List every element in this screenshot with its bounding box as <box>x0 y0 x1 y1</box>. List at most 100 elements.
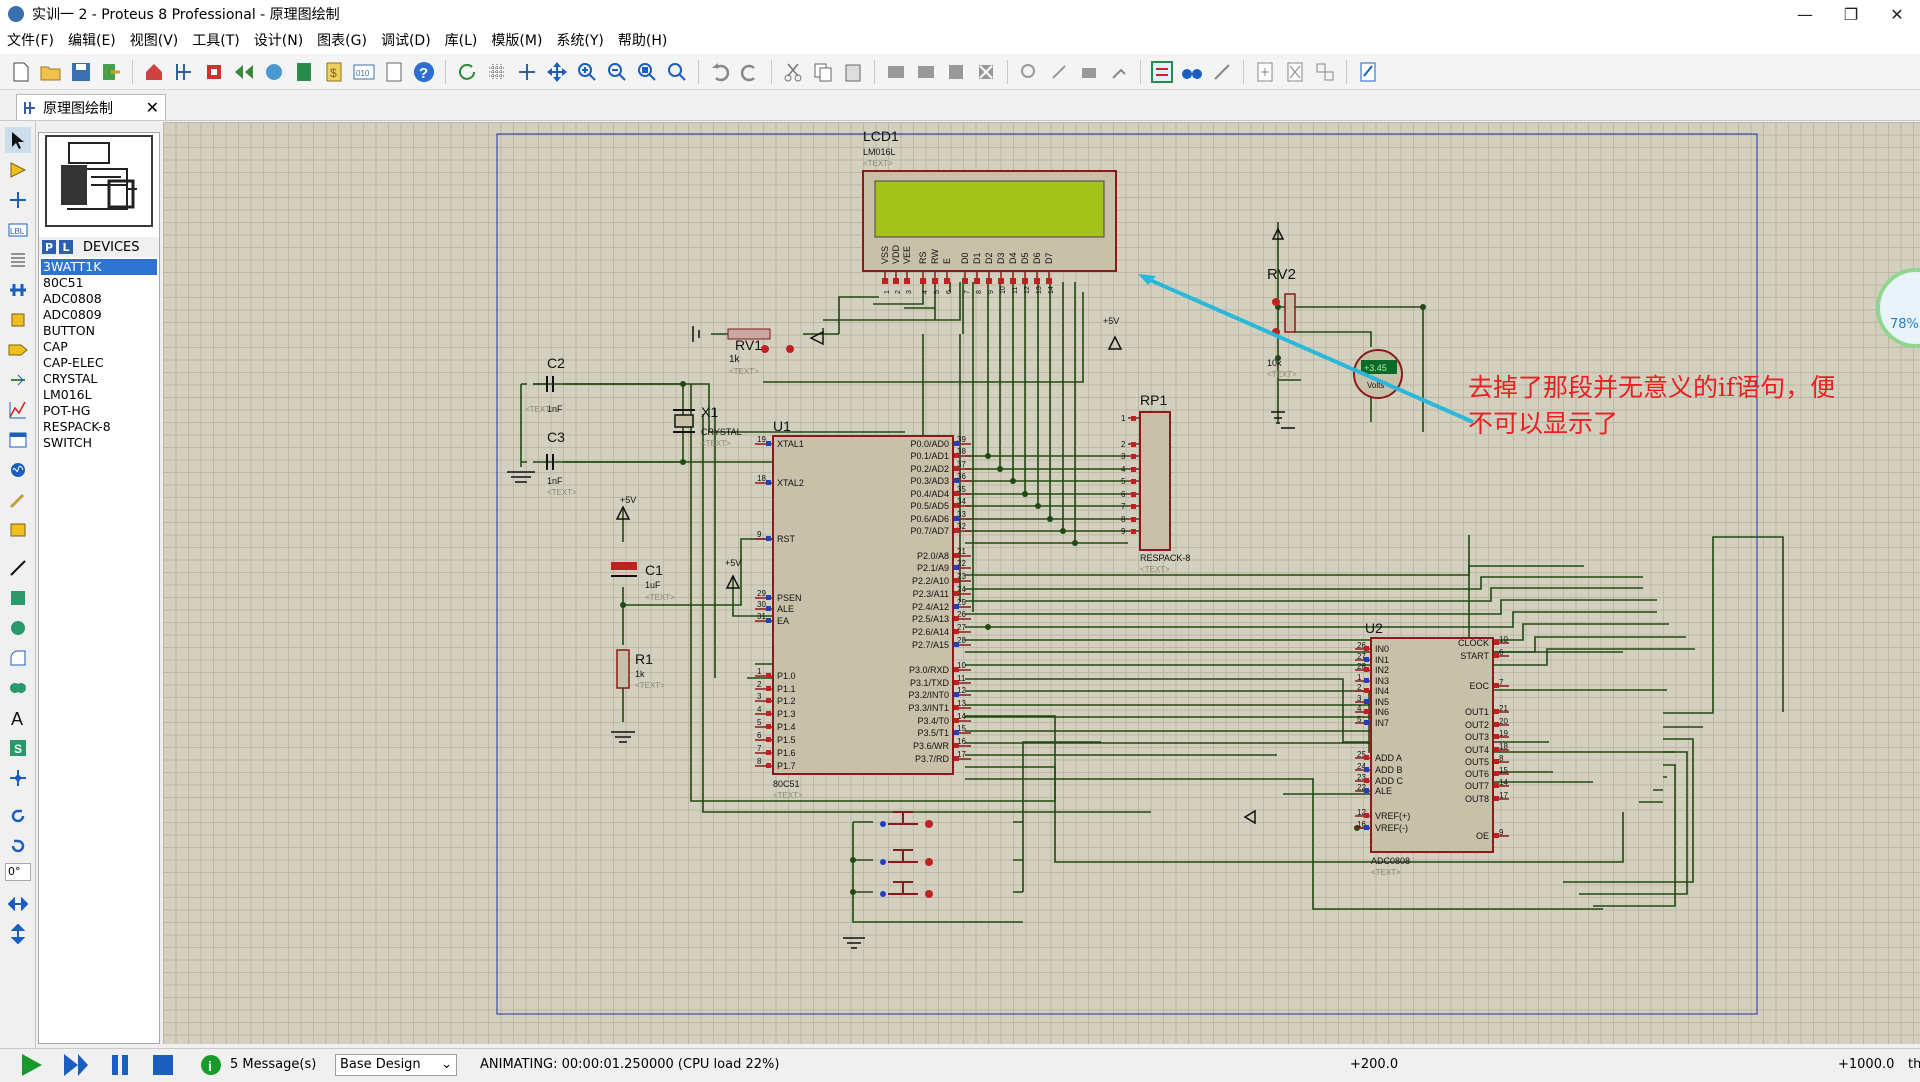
open-folder-icon[interactable] <box>38 59 64 85</box>
pcb-icon[interactable] <box>201 59 227 85</box>
decompose-icon[interactable] <box>1106 59 1132 85</box>
virtual-instruments-icon[interactable] <box>5 517 31 543</box>
minimize-button[interactable]: — <box>1797 4 1813 24</box>
menu-template[interactable]: 模版(M) <box>491 33 543 49</box>
menu-view[interactable]: 视图(V) <box>129 33 179 49</box>
cost-icon[interactable]: $ <box>321 59 347 85</box>
rotation-angle-field[interactable]: 0° <box>5 863 31 881</box>
block-move-icon[interactable] <box>913 59 939 85</box>
line-icon[interactable] <box>5 555 31 581</box>
redo-icon[interactable] <box>737 59 763 85</box>
list-item[interactable]: CRYSTAL <box>43 371 98 386</box>
lcd-component[interactable]: LCD1 LM016L <TEXT> VSS1VDD2VEE3RS4RW5E6D… <box>862 128 1117 294</box>
zoom-all-icon[interactable] <box>634 59 660 85</box>
list-item[interactable]: 80C51 <box>43 275 84 290</box>
menu-edit[interactable]: 编辑(E) <box>67 33 116 49</box>
wire-autorouter-icon[interactable] <box>1149 59 1175 85</box>
save-icon[interactable] <box>68 59 94 85</box>
search-tag-icon[interactable] <box>1179 59 1205 85</box>
list-item[interactable]: CAP-ELEC <box>43 355 104 370</box>
text-script-icon[interactable] <box>5 247 31 273</box>
pan-icon[interactable] <box>544 59 570 85</box>
copy-icon[interactable] <box>810 59 836 85</box>
block-rotate-icon[interactable] <box>943 59 969 85</box>
undo-icon[interactable] <box>707 59 733 85</box>
3d-view-icon[interactable] <box>261 59 287 85</box>
zoom-in-icon[interactable] <box>574 59 600 85</box>
list-item[interactable]: POT-HG <box>43 403 91 418</box>
tab-schematic-capture[interactable]: 原理图绘制 ✕ <box>16 94 166 120</box>
menu-system[interactable]: 系统(Y) <box>556 33 604 49</box>
document-icon[interactable] <box>381 59 407 85</box>
gerber-icon[interactable] <box>231 59 257 85</box>
c1-capacitor[interactable]: C1 1uF <TEXT> <box>611 562 675 602</box>
menu-debug[interactable]: 调试(D) <box>380 33 431 49</box>
design-variant-select[interactable]: Base Design⌄ <box>335 1054 457 1076</box>
refresh-icon[interactable] <box>454 59 480 85</box>
rv2-potentiometer[interactable]: RV2 10k <TEXT> <box>1267 266 1297 379</box>
list-item[interactable]: 3WATT1K <box>41 259 157 275</box>
new-file-icon[interactable] <box>8 59 34 85</box>
list-item[interactable]: BUTTON <box>43 323 95 338</box>
menu-help[interactable]: 帮助(H) <box>617 33 668 49</box>
symbol-icon[interactable]: S <box>5 735 31 761</box>
menu-graph[interactable]: 图表(G) <box>317 33 367 49</box>
closed-path-icon[interactable] <box>5 675 31 701</box>
menu-file[interactable]: 文件(F) <box>7 33 54 49</box>
origin-icon[interactable] <box>514 59 540 85</box>
subcircuit-icon[interactable] <box>5 307 31 333</box>
source-code-icon[interactable]: 010 <box>351 59 377 85</box>
import-icon[interactable] <box>98 59 124 85</box>
graph-mode-icon[interactable] <box>5 397 31 423</box>
junction-dot-icon[interactable] <box>5 187 31 213</box>
pick-parts-icon[interactable] <box>1016 59 1042 85</box>
zoom-area-icon[interactable] <box>664 59 690 85</box>
menu-library[interactable]: 库(L) <box>444 33 478 49</box>
device-pins-icon[interactable] <box>5 367 31 393</box>
menu-design[interactable]: 设计(N) <box>253 33 304 49</box>
step-icon[interactable] <box>62 1052 90 1082</box>
library-manager-button[interactable]: L <box>59 240 73 254</box>
info-icon[interactable]: i <box>200 1054 222 1080</box>
remove-sheet-icon[interactable] <box>1282 59 1308 85</box>
circle-icon[interactable] <box>5 615 31 641</box>
zoom-out-icon[interactable] <box>604 59 630 85</box>
marker-icon[interactable] <box>5 765 31 791</box>
c2-capacitor[interactable]: C2 1nF <TEXT> <box>525 355 565 414</box>
property-tool-icon[interactable] <box>1209 59 1235 85</box>
component-mode-icon[interactable] <box>5 157 31 183</box>
voltage-probe-icon[interactable] <box>5 487 31 513</box>
generator-icon[interactable] <box>5 457 31 483</box>
message-count[interactable]: 5 Message(s) <box>230 1057 317 1072</box>
paste-icon[interactable] <box>840 59 866 85</box>
stop-icon[interactable] <box>150 1052 176 1082</box>
mirror-horizontal-icon[interactable] <box>5 891 31 917</box>
pause-icon[interactable] <box>108 1052 132 1082</box>
rv1-potentiometer[interactable]: RV1 1k <TEXT> <box>692 326 794 376</box>
c3-capacitor[interactable]: C3 1nF <TEXT> <box>546 429 577 497</box>
menu-tools[interactable]: 工具(T) <box>192 33 240 49</box>
close-button[interactable]: ✕ <box>1890 4 1904 24</box>
tape-recorder-icon[interactable] <box>5 427 31 453</box>
arc-icon[interactable] <box>5 645 31 671</box>
list-item[interactable]: RESPACK-8 <box>43 419 111 434</box>
packaging-icon[interactable] <box>1076 59 1102 85</box>
buses-icon[interactable] <box>5 277 31 303</box>
block-copy-icon[interactable] <box>883 59 909 85</box>
text-icon[interactable]: A <box>5 705 31 731</box>
design-explorer-icon[interactable] <box>1355 59 1381 85</box>
button[interactable] <box>880 849 933 866</box>
rotate-anticlockwise-icon[interactable] <box>5 833 31 859</box>
selection-mode-icon[interactable] <box>5 127 31 153</box>
grid-toggle-icon[interactable] <box>484 59 510 85</box>
tab-close-icon[interactable]: ✕ <box>145 98 159 117</box>
list-item[interactable]: ADC0809 <box>43 307 102 322</box>
bom-icon[interactable] <box>291 59 317 85</box>
list-item[interactable]: LM016L <box>43 387 92 402</box>
list-item[interactable]: SWITCH <box>43 435 93 450</box>
push-buttons[interactable] <box>880 811 933 898</box>
play-icon[interactable] <box>18 1052 46 1082</box>
list-item[interactable]: CAP <box>43 339 68 354</box>
